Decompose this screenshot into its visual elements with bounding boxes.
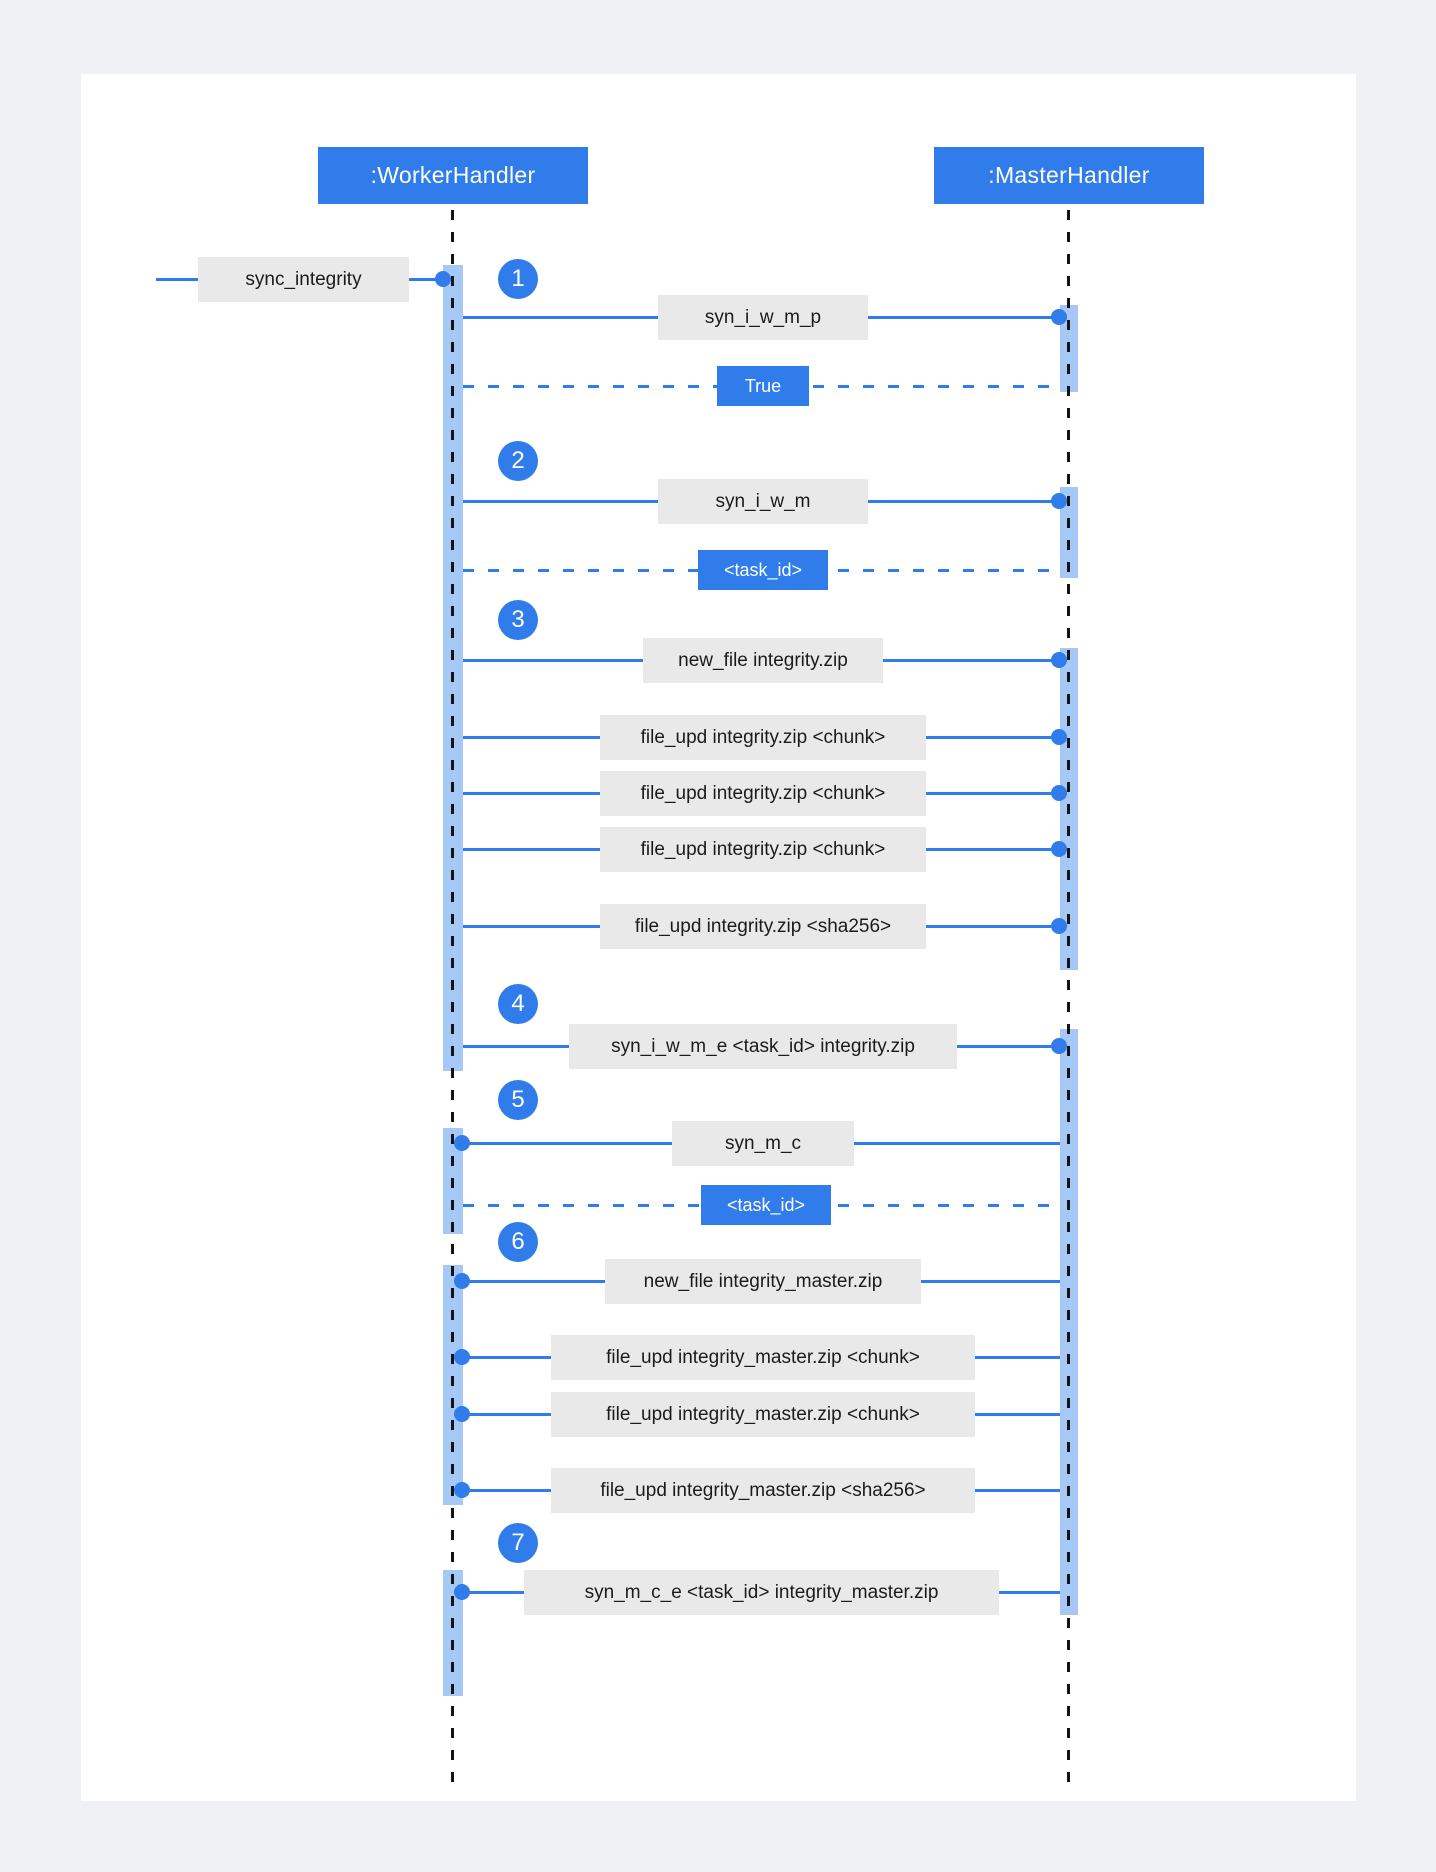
- message-label-file-upd-sha256: file_upd integrity.zip <sha256>: [600, 904, 926, 949]
- message-label-file-upd-master-sha256: file_upd integrity_master.zip <sha256>: [551, 1468, 975, 1513]
- message-label-new-file-master: new_file integrity_master.zip: [605, 1259, 921, 1304]
- message-endpoint-dot: [454, 1349, 470, 1365]
- message-endpoint-dot: [454, 1482, 470, 1498]
- step-badge-1: 1: [498, 259, 538, 299]
- message-endpoint-dot: [1051, 309, 1067, 325]
- message-endpoint-dot: [1051, 652, 1067, 668]
- message-label-file-upd-chunk: file_upd integrity.zip <chunk>: [600, 771, 926, 816]
- message-endpoint-dot: [454, 1406, 470, 1422]
- step-badge-7: 7: [498, 1523, 538, 1563]
- message-endpoint-dot: [1051, 841, 1067, 857]
- reply-label-task-id-1: <task_id>: [698, 550, 828, 590]
- message-label-syn-i-w-m: syn_i_w_m: [658, 479, 868, 524]
- step-badge-2: 2: [498, 441, 538, 481]
- message-endpoint-dot: [1051, 729, 1067, 745]
- reply-label-task-id-2: <task_id>: [701, 1185, 831, 1225]
- message-endpoint-dot: [454, 1135, 470, 1151]
- message-label-syn-i-w-m-e: syn_i_w_m_e <task_id> integrity.zip: [569, 1024, 957, 1069]
- diagram-canvas: :WorkerHandler :MasterHandler 1 2 3 4 5 …: [81, 74, 1356, 1801]
- message-label-file-upd-chunk: file_upd integrity.zip <chunk>: [600, 715, 926, 760]
- message-label-sync-integrity: sync_integrity: [198, 257, 409, 302]
- message-endpoint-dot: [1051, 918, 1067, 934]
- step-badge-3: 3: [498, 600, 538, 640]
- message-endpoint-dot: [454, 1584, 470, 1600]
- step-badge-5: 5: [498, 1080, 538, 1120]
- message-endpoint-dot: [1051, 1038, 1067, 1054]
- message-label-syn-m-c-e: syn_m_c_e <task_id> integrity_master.zip: [524, 1570, 999, 1615]
- participant-box-worker: :WorkerHandler: [318, 147, 588, 204]
- message-label-file-upd-chunk: file_upd integrity.zip <chunk>: [600, 827, 926, 872]
- reply-label-true: True: [717, 366, 809, 406]
- message-label-file-upd-master-chunk: file_upd integrity_master.zip <chunk>: [551, 1392, 975, 1437]
- message-endpoint-dot: [454, 1273, 470, 1289]
- message-endpoint-dot: [435, 271, 451, 287]
- lifeline-worker: [451, 210, 454, 1792]
- message-endpoint-dot: [1051, 493, 1067, 509]
- step-badge-6: 6: [498, 1222, 538, 1262]
- step-badge-4: 4: [498, 984, 538, 1024]
- message-label-new-file: new_file integrity.zip: [643, 638, 883, 683]
- message-endpoint-dot: [1051, 785, 1067, 801]
- message-label-syn-m-c: syn_m_c: [672, 1121, 854, 1166]
- lifeline-master: [1067, 210, 1070, 1785]
- participant-box-master: :MasterHandler: [934, 147, 1204, 204]
- message-label-syn-i-w-m-p: syn_i_w_m_p: [658, 295, 868, 340]
- message-label-file-upd-master-chunk: file_upd integrity_master.zip <chunk>: [551, 1335, 975, 1380]
